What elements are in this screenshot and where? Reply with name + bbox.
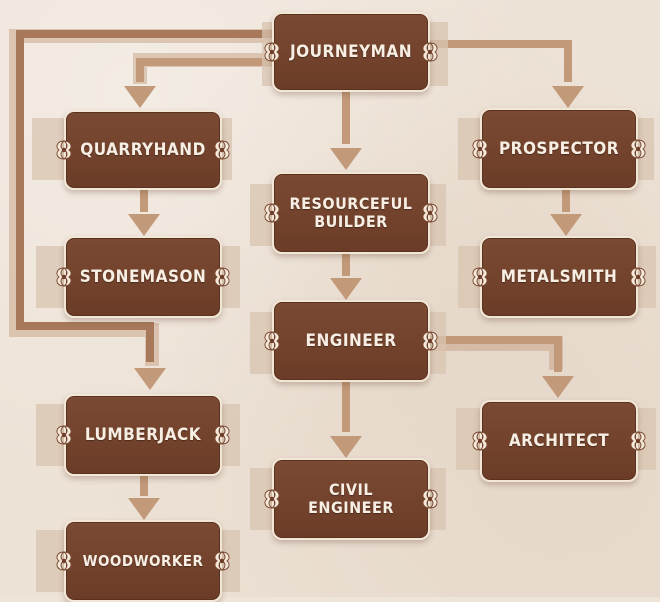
node-label: LUMBERJACK — [84, 424, 202, 445]
knot-left-icon — [264, 42, 280, 62]
knot-right-icon — [630, 267, 646, 287]
node-label: STONEMASON — [79, 266, 207, 287]
arrowhead — [330, 436, 362, 458]
node-journeyman[interactable]: JOURNEYMAN — [264, 12, 438, 92]
knot-right-icon — [214, 425, 230, 445]
connector-line — [16, 30, 272, 362]
node-label: WOODWORKER — [82, 551, 204, 570]
node-label: PROSPECTOR — [498, 138, 620, 159]
node-civil-engineer[interactable]: CIVIL ENGINEER — [264, 458, 438, 540]
knot-right-icon — [422, 331, 438, 351]
knot-left-icon — [56, 425, 72, 445]
node-label: RESOURCEFUL BUILDER — [289, 194, 413, 231]
knot-right-icon — [214, 551, 230, 571]
arrowhead — [542, 376, 574, 398]
node-label: JOURNEYMAN — [289, 41, 413, 62]
knot-right-icon — [214, 140, 230, 160]
connector-line — [136, 58, 272, 82]
knot-left-icon — [56, 551, 72, 571]
node-label: QUARRYHAND — [80, 139, 206, 160]
knot-left-icon — [264, 331, 280, 351]
knot-left-icon — [472, 267, 488, 287]
node-label: ENGINEER — [305, 330, 397, 351]
node-lumberjack[interactable]: LUMBERJACK — [56, 394, 230, 476]
knot-left-icon — [264, 489, 280, 509]
node-stonemason[interactable]: STONEMASON — [56, 236, 230, 318]
arrowhead — [552, 86, 584, 108]
arrowhead — [550, 214, 582, 236]
node-metalsmith[interactable]: METALSMITH — [472, 236, 646, 318]
connector-line — [426, 40, 572, 82]
node-prospector[interactable]: PROSPECTOR — [472, 108, 646, 190]
arrowhead — [128, 214, 160, 236]
knot-left-icon — [264, 203, 280, 223]
knot-left-icon — [56, 267, 72, 287]
node-woodworker[interactable]: WOODWORKER — [56, 520, 230, 602]
arrowhead — [330, 278, 362, 300]
node-engineer[interactable]: ENGINEER — [264, 300, 438, 382]
connector-line — [426, 336, 562, 372]
knot-right-icon — [630, 139, 646, 159]
arrowhead — [330, 148, 362, 170]
node-resourceful-builder[interactable]: RESOURCEFUL BUILDER — [264, 172, 438, 254]
arrowhead — [128, 498, 160, 520]
knot-right-icon — [630, 431, 646, 451]
node-label: CIVIL ENGINEER — [308, 480, 394, 517]
node-label: ARCHITECT — [508, 430, 610, 451]
knot-left-icon — [472, 431, 488, 451]
node-label: METALSMITH — [500, 266, 618, 287]
knot-right-icon — [214, 267, 230, 287]
knot-right-icon — [422, 489, 438, 509]
knot-right-icon — [422, 42, 438, 62]
node-quarryhand[interactable]: QUARRYHAND — [56, 110, 230, 190]
knot-left-icon — [472, 139, 488, 159]
arrowhead — [124, 86, 156, 108]
node-architect[interactable]: ARCHITECT — [472, 400, 646, 482]
knot-right-icon — [422, 203, 438, 223]
knot-left-icon — [56, 140, 72, 160]
arrowhead — [134, 368, 166, 390]
